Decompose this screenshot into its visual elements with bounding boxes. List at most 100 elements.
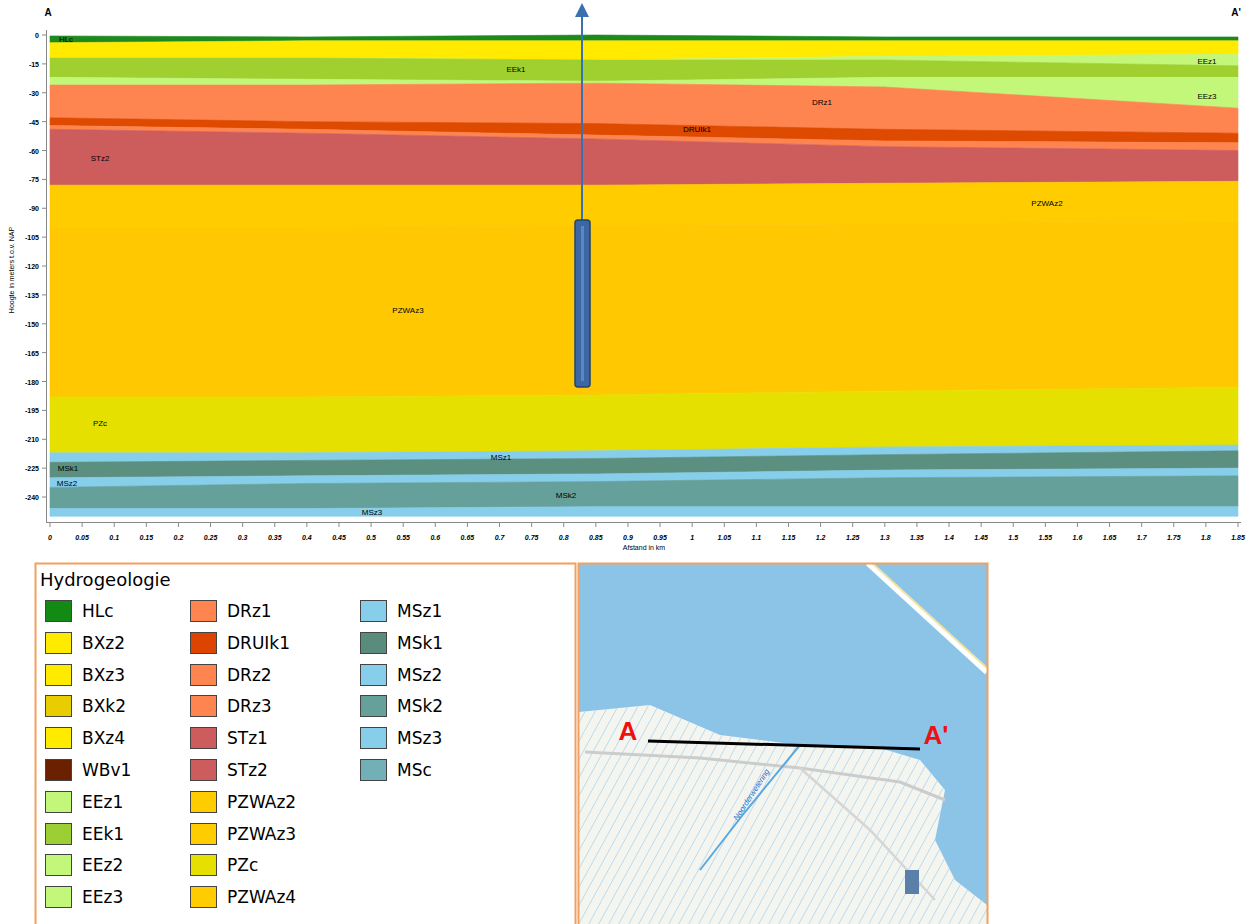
y-tick <box>42 35 46 36</box>
x-tick-label: 0.15 <box>140 534 154 541</box>
legend-swatch <box>360 759 387 781</box>
ditch <box>579 564 720 924</box>
well <box>575 3 590 387</box>
legend-swatch <box>360 727 387 749</box>
x-tick-label: 1.2 <box>816 534 826 541</box>
legend-swatch <box>360 600 387 622</box>
legend-label: HLc <box>82 603 114 620</box>
hydro-layer <box>50 181 1238 227</box>
x-tick <box>50 522 51 527</box>
x-tick <box>1045 522 1046 527</box>
ditch <box>780 564 987 924</box>
legend-swatch <box>190 632 217 654</box>
legend-label: BXz4 <box>82 730 125 747</box>
layer-name: PZWAz3 <box>392 307 423 315</box>
y-axis <box>46 30 47 522</box>
x-tick-label: 0.6 <box>430 534 440 541</box>
x-tick-label: 1.05 <box>717 534 731 541</box>
x-tick-label: 1.45 <box>974 534 988 541</box>
x-tick-label: 1.55 <box>1039 534 1053 541</box>
x-tick-label: 0.05 <box>75 534 89 541</box>
y-tick-label: -105 <box>25 234 39 241</box>
y-tick-label: -15 <box>29 60 39 67</box>
legend-label: BXk2 <box>82 698 126 715</box>
road <box>800 768 935 900</box>
x-tick <box>788 522 789 527</box>
y-tick-label: -195 <box>25 407 39 414</box>
layer-name: MSz1 <box>491 454 511 462</box>
x-tick-label: 1 <box>690 534 694 541</box>
hydro-layer <box>50 507 1238 517</box>
x-tick-label: 1.8 <box>1201 534 1211 541</box>
marina <box>905 870 919 894</box>
layer-name: HLc <box>59 36 73 44</box>
map-section-end: A' <box>924 722 949 748</box>
x-tick <box>756 522 757 527</box>
y-tick <box>42 150 46 151</box>
y-tick <box>42 237 46 238</box>
y-tick-label: -45 <box>29 118 39 125</box>
layer-name: EEz3 <box>1197 93 1216 101</box>
ditch <box>579 564 630 924</box>
legend-swatch <box>190 759 217 781</box>
x-tick <box>306 522 307 527</box>
x-tick-label: 0.95 <box>653 534 667 541</box>
y-tick-label: -135 <box>25 291 39 298</box>
legend-swatch <box>190 727 217 749</box>
legend-swatch <box>190 791 217 813</box>
y-tick-label: -90 <box>29 205 39 212</box>
legend-label: DRz1 <box>227 603 272 620</box>
ditch <box>800 564 987 924</box>
legend-swatch <box>190 664 217 686</box>
legend-label: DRUIk1 <box>227 634 290 651</box>
x-tick-label: 0 <box>48 534 52 541</box>
ditch <box>579 564 680 924</box>
y-tick-label: -60 <box>29 147 39 154</box>
x-tick-label: 1.85 <box>1231 534 1245 541</box>
x-tick <box>1013 522 1014 527</box>
ditch <box>579 564 650 924</box>
y-tick <box>42 468 46 469</box>
section-end: A' <box>1231 8 1241 18</box>
ditch <box>820 564 987 924</box>
layer-name: PZWAz2 <box>1031 200 1062 208</box>
legend-swatch <box>45 632 72 654</box>
x-tick <box>274 522 275 527</box>
y-tick-label: -30 <box>29 89 39 96</box>
x-tick <box>852 522 853 527</box>
x-tick <box>467 522 468 527</box>
hydro-layer <box>50 129 1238 185</box>
y-tick <box>42 294 46 295</box>
layer-name: EEk1 <box>506 66 525 74</box>
legend-swatch <box>45 727 72 749</box>
legend-label: MSz2 <box>397 666 442 683</box>
y-tick <box>42 323 46 324</box>
x-tick <box>1109 522 1110 527</box>
legend-label: STz1 <box>227 730 268 747</box>
x-tick-label: 0.55 <box>396 534 410 541</box>
legend-label: STz2 <box>227 762 268 779</box>
x-tick-label: 0.35 <box>268 534 282 541</box>
x-tick-label: 0.65 <box>461 534 475 541</box>
legend-label: EEz2 <box>82 857 123 874</box>
dyke-edge <box>872 564 987 668</box>
legend-label: MSk2 <box>397 698 443 715</box>
x-tick <box>435 522 436 527</box>
x-tick <box>1237 522 1238 527</box>
ditch <box>579 564 660 924</box>
legend-label: BXz3 <box>82 666 125 683</box>
x-tick-label: 0.25 <box>204 534 218 541</box>
legend-label: EEz3 <box>82 889 123 906</box>
x-tick-label: 1.65 <box>1103 534 1117 541</box>
ditch <box>830 564 987 924</box>
x-tick-label: 1.4 <box>944 534 954 541</box>
y-tick-label: -240 <box>25 494 39 501</box>
x-tick <box>338 522 339 527</box>
ditch <box>579 564 690 924</box>
ditch <box>840 564 987 924</box>
layer-name: DRz1 <box>812 99 832 107</box>
x-tick-label: 0.85 <box>589 534 603 541</box>
x-tick-label: 1.25 <box>846 534 860 541</box>
layer-name: MSk1 <box>58 465 78 473</box>
